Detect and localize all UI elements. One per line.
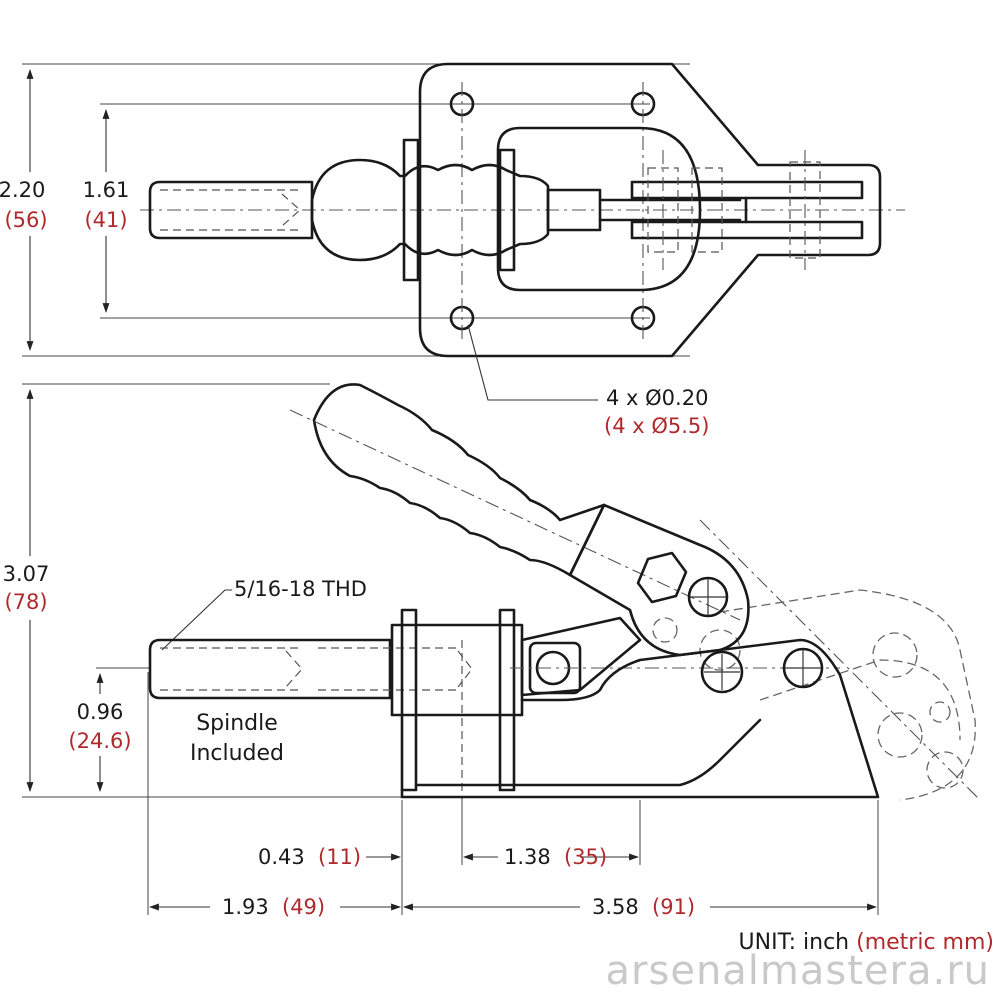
dim-base-length-mm: (91) bbox=[652, 895, 695, 919]
knob-body bbox=[310, 158, 550, 262]
hex-nut-icon bbox=[636, 551, 688, 604]
watermark: arsenalmastera.ru bbox=[606, 948, 990, 994]
dim-holes-in: 4 x Ø0.20 bbox=[606, 386, 708, 410]
handle-grip bbox=[312, 383, 606, 577]
spindle-note-line2: Included bbox=[190, 741, 284, 766]
unit-label-metric: (metric mm) bbox=[856, 930, 994, 955]
dim-flange-mm: (11) bbox=[318, 845, 361, 869]
spindle-side bbox=[148, 638, 392, 700]
dim-overall-height-in: 3.07 bbox=[3, 562, 50, 586]
bottom-dimensions: 0.43 (11) 1.38 (35) 1.93 (49) 3.58 (91) bbox=[149, 845, 877, 919]
spindle-note-line1: Spindle bbox=[196, 711, 278, 736]
holes-callout: 4 x Ø0.20 (4 x Ø5.5) bbox=[467, 324, 709, 438]
unit-label: UNIT: inch (metric mm) bbox=[739, 930, 994, 955]
dim-bolt-span-in: 1.38 bbox=[504, 845, 551, 869]
lever-arm bbox=[568, 503, 750, 657]
dim-spindle-height-in: 0.96 bbox=[77, 700, 124, 724]
base-pin-icon bbox=[700, 650, 744, 694]
dim-holes-mm: (4 x Ø5.5) bbox=[604, 414, 709, 438]
dim-overall-width-in: 2.20 bbox=[0, 178, 45, 202]
base-frame bbox=[400, 638, 880, 799]
unit-label-prefix: UNIT: inch bbox=[739, 930, 850, 955]
dim-base-length-in: 3.58 bbox=[592, 895, 639, 919]
dim-spindle-height-mm: (24.6) bbox=[68, 729, 131, 753]
dim-hole-spacing-mm: (41) bbox=[84, 208, 127, 232]
pivot-pin-icon bbox=[687, 576, 729, 618]
rear-flange bbox=[498, 608, 516, 792]
dim-hole-spacing-in: 1.61 bbox=[83, 178, 130, 202]
spindle-top bbox=[148, 180, 314, 240]
base-plate-outline bbox=[418, 62, 882, 358]
front-flange bbox=[400, 608, 418, 792]
dim-overall-width-mm: (56) bbox=[4, 208, 47, 232]
base-pivot-icon bbox=[782, 647, 824, 689]
dim-flange-in: 0.43 bbox=[258, 845, 305, 869]
dim-overall-height-mm: (78) bbox=[4, 590, 47, 614]
dim-bolt-span-mm: (35) bbox=[564, 845, 607, 869]
dim-spindle-reach-mm: (49) bbox=[282, 895, 325, 919]
dim-spindle-reach-in: 1.93 bbox=[222, 895, 269, 919]
top-view: 2.20 (56) 1.61 (41) bbox=[0, 62, 905, 358]
side-view: 3.07 (78) 0.96 (24.6) 5/16-18 THD Spindl… bbox=[0, 383, 981, 915]
thread-label: 5/16-18 THD bbox=[234, 577, 367, 601]
